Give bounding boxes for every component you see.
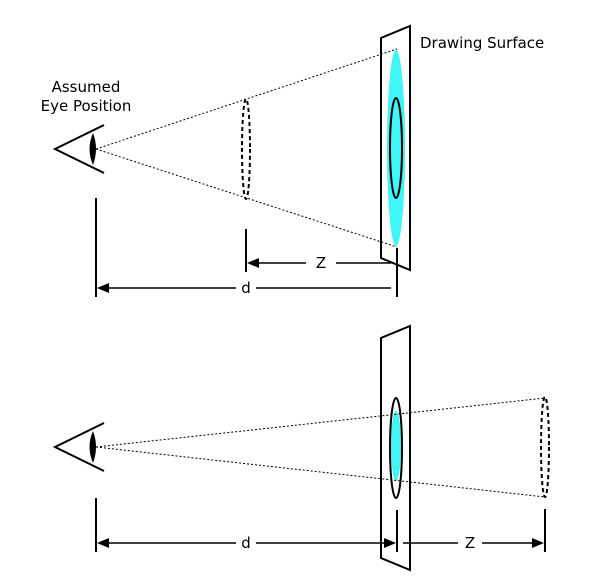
top-sight-line-lower xyxy=(95,148,398,248)
bottom-projected-image xyxy=(391,411,401,481)
bottom-sight-line-lower xyxy=(95,446,546,498)
top-d-label: d xyxy=(241,279,251,297)
bottom-panel: d Z xyxy=(52,324,550,572)
bottom-sight-line-upper xyxy=(95,397,546,448)
eye-position-label-line1: Assumed xyxy=(52,78,121,96)
bottom-eye-icon xyxy=(52,422,105,472)
top-surface-ellipse xyxy=(389,97,403,199)
bottom-z-dimension: Z xyxy=(403,534,544,552)
bottom-surface-ellipse xyxy=(389,397,403,499)
top-z-label: Z xyxy=(316,254,326,272)
drawing-surface-label: Drawing Surface xyxy=(420,34,544,52)
bottom-d-label: d xyxy=(241,534,251,552)
top-projected-image xyxy=(387,50,405,246)
bottom-d-dimension: d xyxy=(97,534,396,552)
top-eye-icon xyxy=(52,124,105,174)
top-sight-line-upper xyxy=(95,48,398,150)
top-drawing-surface-plane xyxy=(380,24,411,272)
bottom-drawing-surface-plane xyxy=(380,324,411,572)
bottom-z-label: Z xyxy=(465,534,475,552)
top-virtual-object xyxy=(241,98,251,200)
bottom-virtual-object xyxy=(540,396,550,498)
top-z-dimension: Z xyxy=(247,254,391,272)
top-panel: Assumed Eye Position Drawing Surface Z xyxy=(41,24,544,297)
top-d-dimension: d xyxy=(97,279,391,297)
eye-position-label-line2: Eye Position xyxy=(41,97,132,115)
